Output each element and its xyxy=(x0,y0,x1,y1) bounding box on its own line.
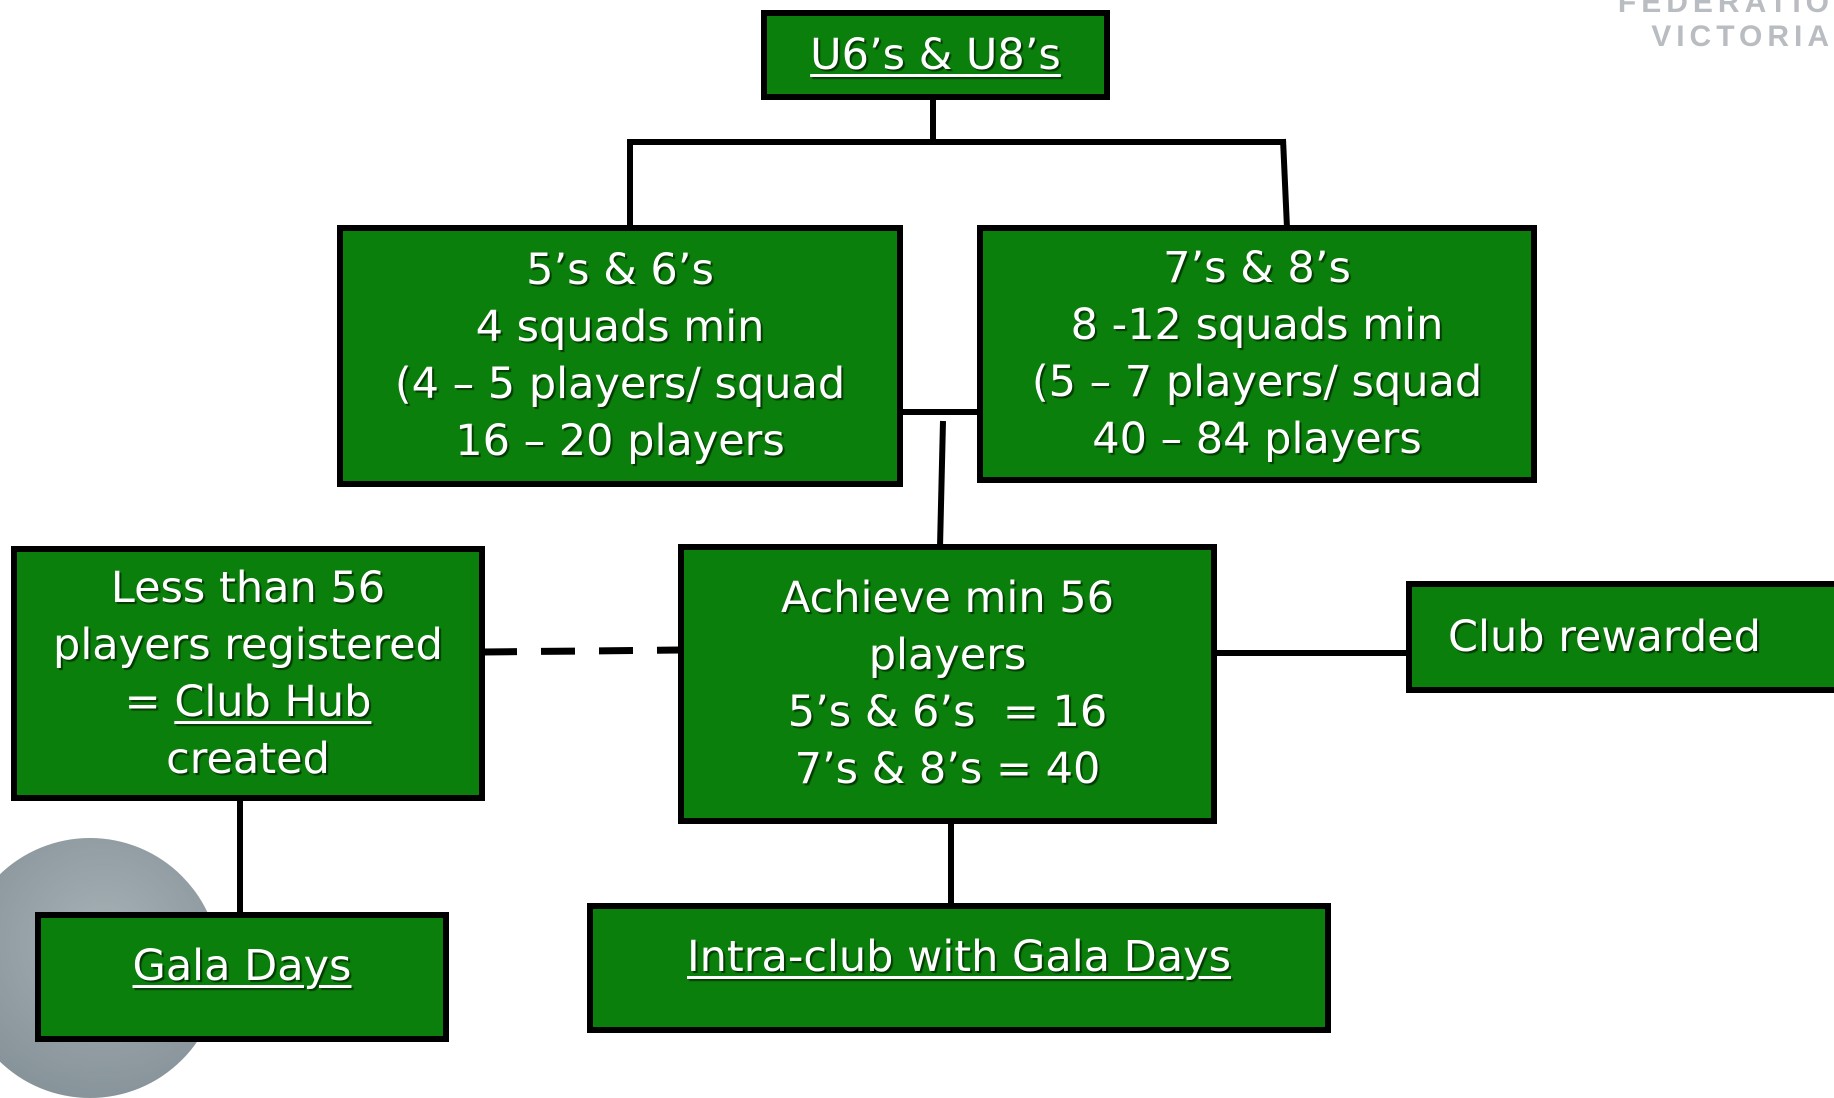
less-than-56-line-3: = Club Hub xyxy=(125,674,372,731)
fives-sixes-title: 5’s & 6’s xyxy=(526,245,714,295)
sevens-eights-box: 7’s & 8’s 8 -12 squads min (5 – 7 player… xyxy=(977,225,1537,483)
fives-sixes-squads: 4 squads min xyxy=(475,302,765,352)
connector-to-achieve-box xyxy=(937,420,946,548)
age-group-box: U6’s & U8’s xyxy=(761,10,1110,100)
intra-club-box: Intra-club with Gala Days xyxy=(587,903,1331,1033)
fives-sixes-box: 5’s & 6’s 4 squads min (4 – 5 players/ s… xyxy=(337,225,903,487)
less-than-56-box: Less than 56 players registered = Club H… xyxy=(11,546,485,801)
achieve-line-4: 7’s & 8’s = 40 xyxy=(794,744,1101,794)
connector-to-right-box xyxy=(1280,138,1290,229)
sevens-eights-players: 40 – 84 players xyxy=(1092,414,1422,464)
intra-club-link[interactable]: Intra-club with Gala Days xyxy=(687,932,1231,982)
club-rewarded-box: Club rewarded xyxy=(1406,581,1834,693)
connector-dashed-less-achieve xyxy=(482,646,681,656)
less-than-56-line-2: players registered xyxy=(53,619,443,670)
less-than-56-line-1: Less than 56 xyxy=(110,562,386,613)
equals-prefix: = xyxy=(124,676,175,727)
gala-days-box: Gala Days xyxy=(35,912,449,1042)
achieve-line-2: players xyxy=(868,630,1027,680)
fives-sixes-per-squad: (4 – 5 players/ squad xyxy=(394,359,846,409)
sevens-eights-per-squad: (5 – 7 players/ squad xyxy=(1031,357,1483,407)
federation-victoria-logo: FEDERATIO VICTORIA xyxy=(1618,0,1834,54)
logo-line-1: FEDERATIO xyxy=(1617,0,1834,19)
achieve-line-3: 5’s & 6’s = 16 xyxy=(787,687,1108,737)
less-than-56-line-4: created xyxy=(166,733,330,784)
logo-line-2: VICTORIA xyxy=(1651,20,1834,53)
club-hub-link[interactable]: Club Hub xyxy=(174,676,372,727)
gala-days-link[interactable]: Gala Days xyxy=(132,941,352,991)
connector-lines xyxy=(237,98,1409,915)
age-group-title: U6’s & U8’s xyxy=(810,29,1061,80)
achieve-line-1: Achieve min 56 xyxy=(781,573,1114,623)
club-rewarded-text: Club rewarded xyxy=(1448,611,1761,662)
sevens-eights-squads: 8 -12 squads min xyxy=(1070,300,1444,350)
sevens-eights-title: 7’s & 8’s xyxy=(1163,243,1351,293)
fives-sixes-players: 16 – 20 players xyxy=(455,416,785,466)
achieve-min-56-box: Achieve min 56 players 5’s & 6’s = 16 7’… xyxy=(678,544,1217,824)
